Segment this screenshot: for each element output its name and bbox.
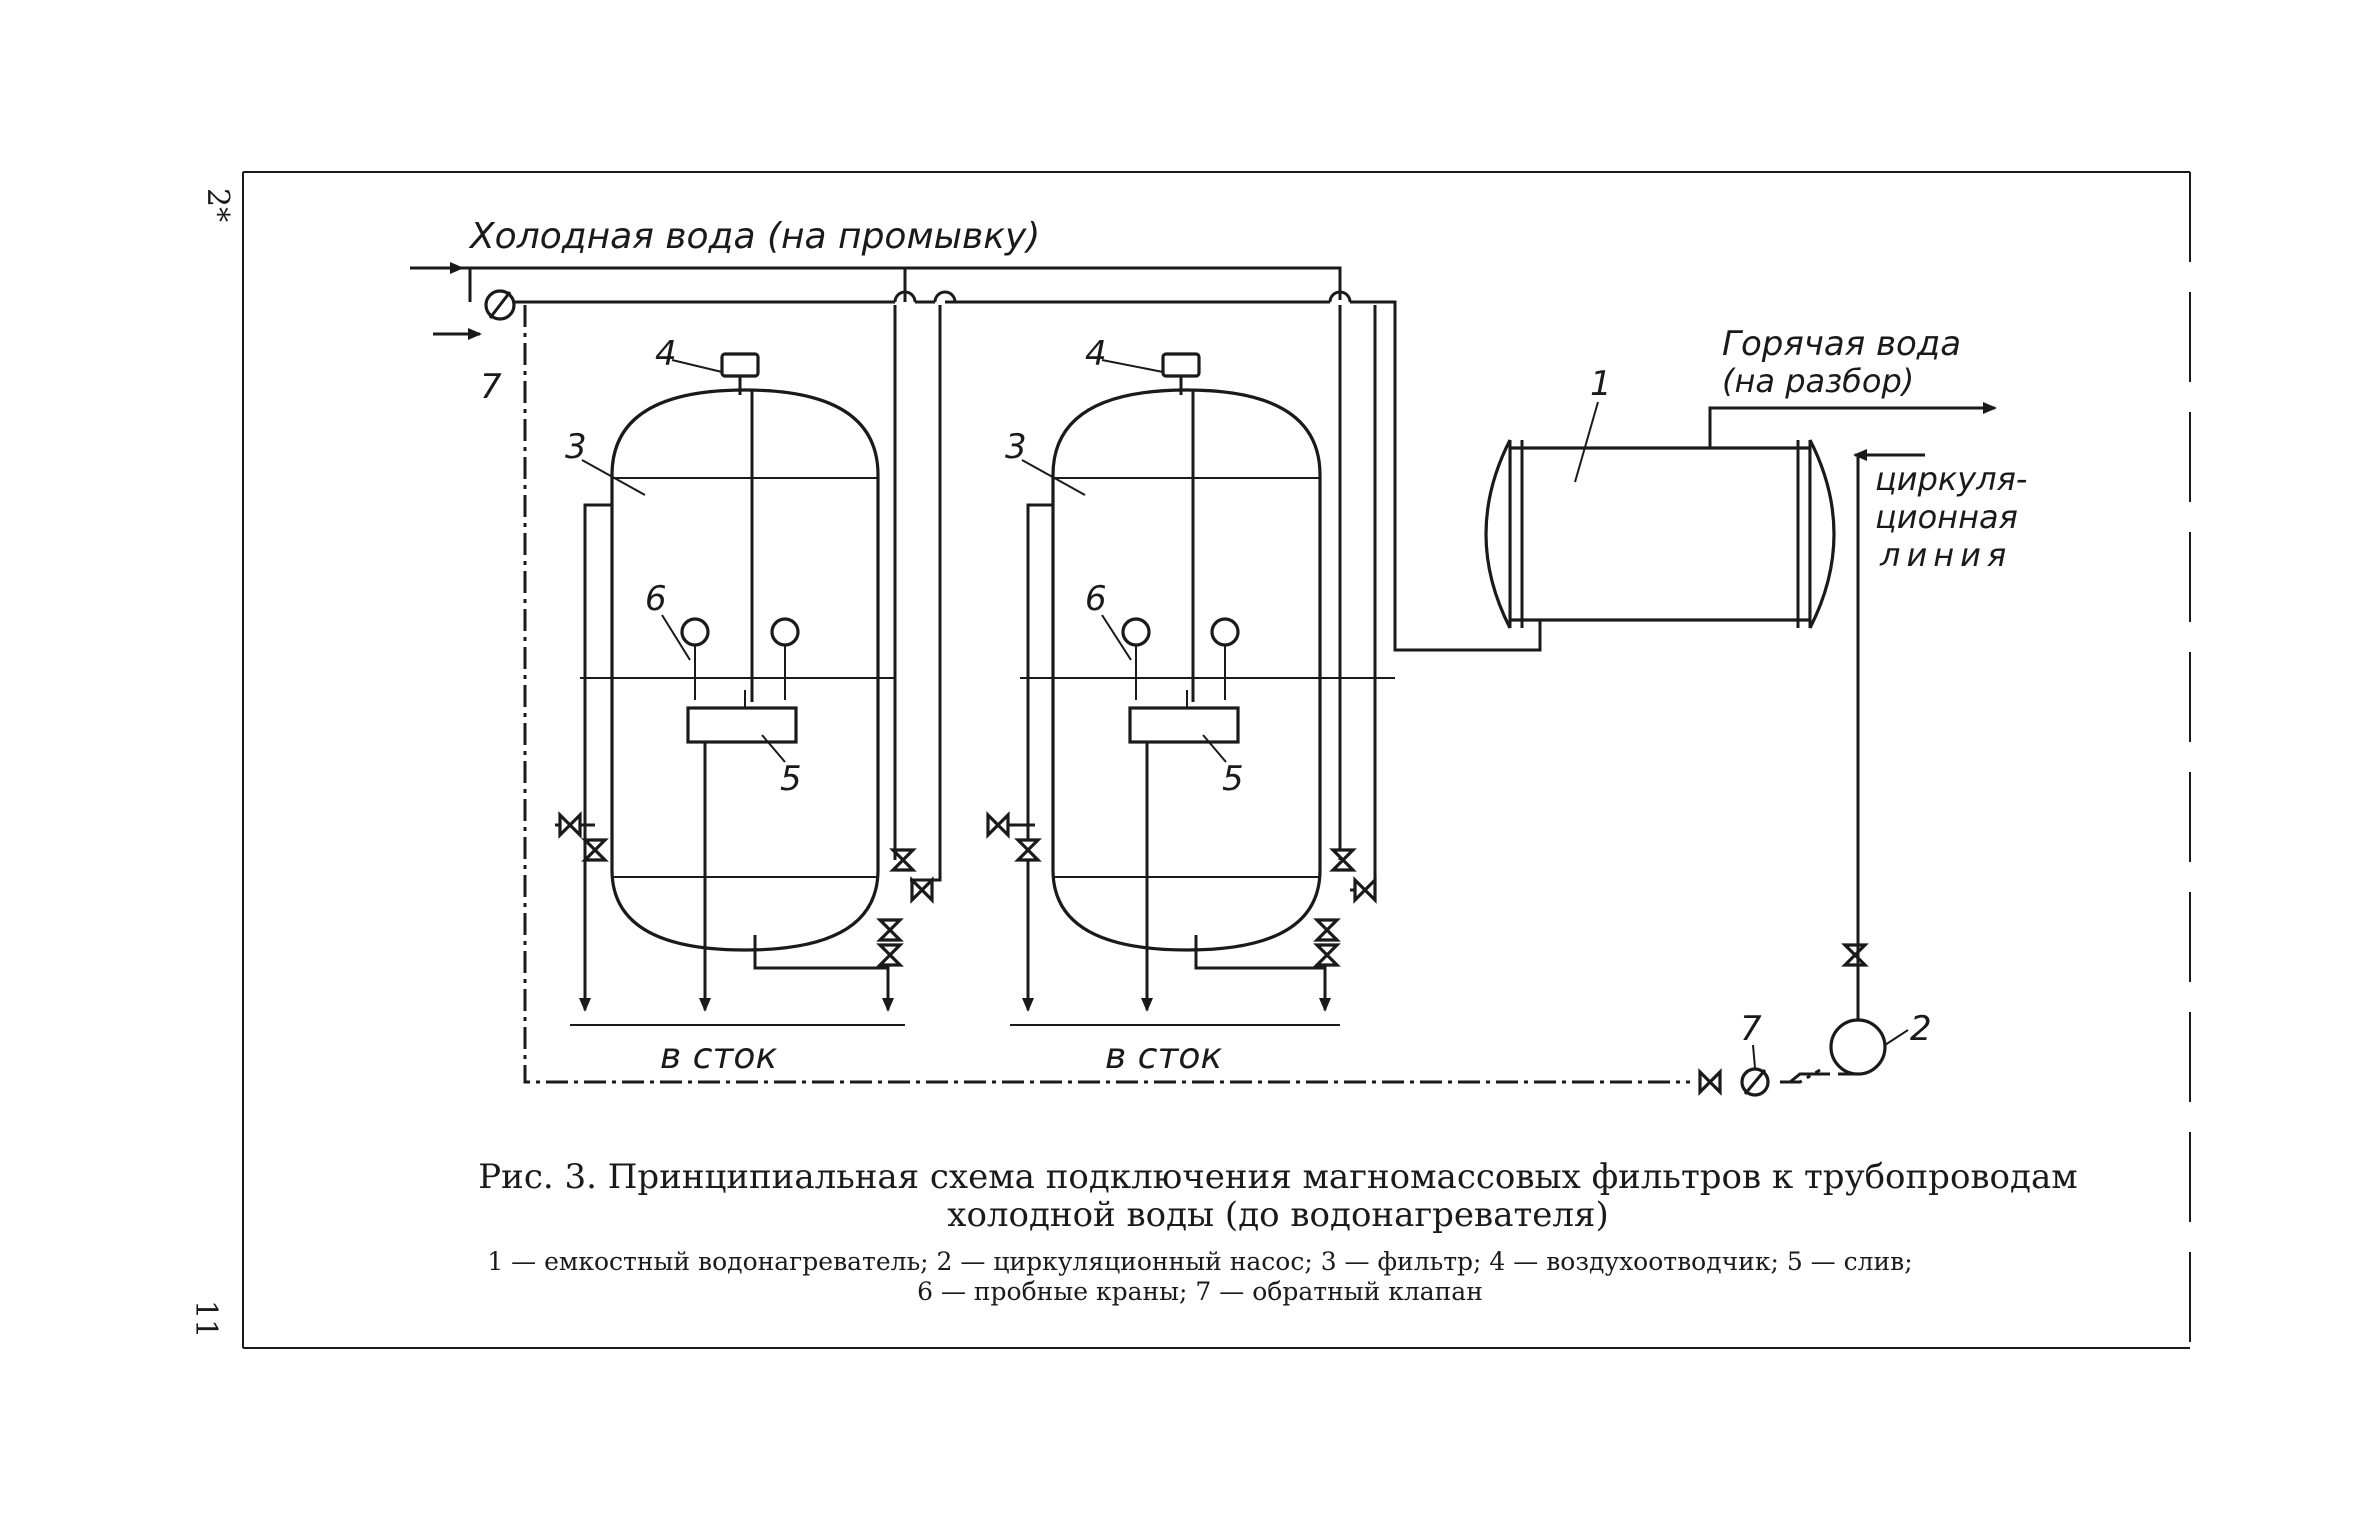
filter-a — [555, 305, 942, 1012]
hot-water-label-2: (на разбор) — [1722, 362, 1914, 400]
valves — [558, 811, 1869, 1096]
heater-marker: 1 — [1590, 364, 1612, 404]
circ-label-3: линия — [1879, 536, 2012, 574]
circ-label-2: ционная — [1875, 498, 2018, 536]
caption-legend-2: 6 — пробные краны; 7 — обратный клапан — [917, 1277, 1483, 1306]
cold-water-main — [462, 266, 1342, 302]
check-valve-bottom-marker: 7 — [1740, 1009, 1762, 1049]
circ-label-1: циркуля- — [1875, 460, 2027, 498]
check-valve-top — [484, 289, 516, 321]
caption-title-1: Рис. 3. Принципиальная схема подключения… — [478, 1157, 2077, 1197]
filter-b — [990, 305, 1395, 1012]
supply-header — [515, 290, 1542, 652]
drain-label-2: в сток — [1105, 1036, 1222, 1077]
taps-b-marker: 6 — [1085, 579, 1107, 619]
filter-b-marker: 3 — [1005, 427, 1027, 467]
circulation-loop — [523, 305, 1821, 1084]
check-valve-bottom — [1740, 1067, 1770, 1097]
drain-a-marker: 5 — [780, 759, 802, 799]
circulation-pump — [1789, 1018, 1887, 1084]
caption-legend-1: 1 — емкостный водонагреватель; 2 — цирку… — [487, 1247, 1912, 1276]
drain-label-1: в сток — [660, 1036, 777, 1077]
hot-water-outlet — [1708, 402, 1997, 448]
water-heater — [1484, 439, 1836, 629]
cold-water-label: Холодная вода (на промывку) — [468, 216, 1040, 257]
vent-a-marker: 4 — [655, 334, 677, 374]
margin-bottom-mark: 11 — [188, 1300, 223, 1338]
taps-a-marker: 6 — [645, 579, 667, 619]
drain-b-marker: 5 — [1222, 759, 1244, 799]
vent-b-marker: 4 — [1085, 334, 1107, 374]
check-valve-top-marker: 7 — [480, 367, 502, 407]
margin-top-mark: 2* — [200, 188, 235, 222]
hot-water-label-1: Горячая вода — [1722, 324, 1961, 364]
page-frame — [242, 171, 2191, 1349]
filter-a-marker: 3 — [565, 427, 587, 467]
pump-marker: 2 — [1910, 1009, 1932, 1049]
caption-title-2: холодной воды (до водонагревателя) — [947, 1195, 1608, 1235]
